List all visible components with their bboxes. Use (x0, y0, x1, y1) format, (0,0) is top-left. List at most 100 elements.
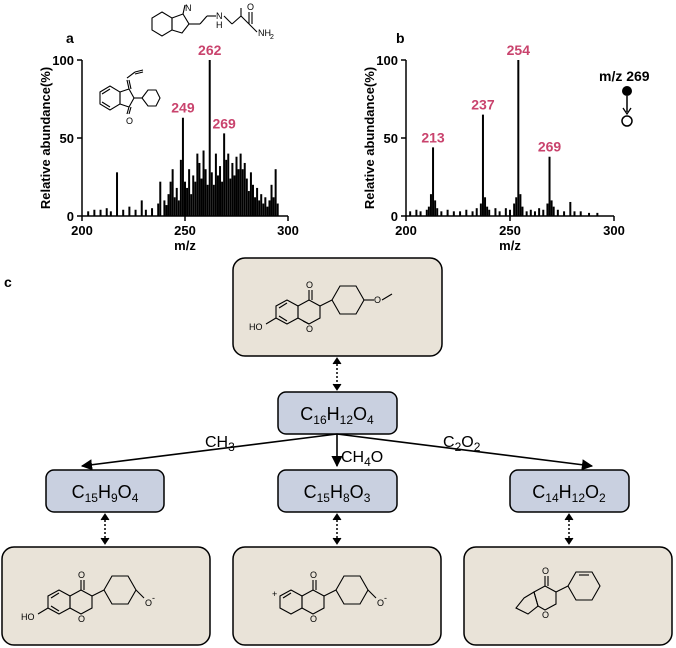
middle-product-structure (279, 575, 377, 615)
left-phenoxide-o: O (145, 598, 152, 608)
x-tick-label-b-200: 200 (395, 223, 417, 238)
isoindolinone-o: O (126, 116, 133, 126)
x-tick-label-a-200: 200 (71, 223, 93, 238)
amine-n-atom: N (216, 11, 223, 21)
right-product-structure (515, 571, 601, 615)
y-axis-label-b: Relative abundance(%) (362, 67, 377, 209)
middle-formula-part: H (330, 482, 343, 502)
left-formula-part: 15 (85, 491, 99, 505)
middle-ring-o: O (310, 614, 317, 624)
middle-formula-part: 8 (343, 491, 350, 505)
middle-formula-box (277, 469, 398, 513)
left-formula-part: H (98, 482, 111, 502)
x-axis-label-b: m/z (499, 238, 521, 253)
x-tick-label-b-300: 300 (603, 223, 625, 238)
middle-formula-part: 15 (317, 491, 331, 505)
x-tick-label-a-250: 250 (174, 223, 196, 238)
spectrum-a-peaks (87, 60, 279, 216)
parent-formula-part: O (353, 404, 367, 424)
loss-label-right-part: 2 (455, 440, 462, 454)
loss-label-middle-part: O (371, 449, 383, 466)
y-tick-label-a-50: 50 (60, 131, 74, 146)
y-tick-label-a-100: 100 (52, 53, 74, 68)
parent-isoflavone-structure (265, 285, 393, 325)
y-tick-label-b-0: 0 (391, 209, 398, 224)
indole-n-atom: N (185, 3, 192, 13)
parent-formula-part: 12 (340, 413, 354, 427)
left-dotted-connector (100, 513, 110, 545)
amide-subscript: 2 (270, 34, 274, 41)
amide-nh2-label: NH 2 (258, 28, 274, 41)
left-hydroxy: HO (21, 612, 35, 622)
spectrum-chart-b: 200 250 300 0 50 100 m/z Relative abundance(%… (362, 42, 625, 253)
parent-formula-part: C (300, 404, 313, 424)
left-formula-part: O (118, 482, 132, 502)
middle-formula-part: O (350, 482, 364, 502)
peak-label-b-254: 254 (507, 42, 531, 58)
y-axis-label-a: Relative abundance(%) (38, 67, 53, 209)
left-formula-part: 4 (132, 491, 139, 505)
y-tick-label-b-50: 50 (384, 131, 398, 146)
left-formula: C15H9O4 (72, 482, 139, 505)
loss-label-right: C2O2 (443, 434, 481, 454)
middle-phenoxide-charge: - (384, 593, 387, 603)
indole-amide-structure (151, 4, 258, 37)
left-phenoxide-charge: - (152, 593, 155, 603)
loss-label-right-part: C (443, 434, 455, 451)
panel-label-a: a (66, 30, 74, 46)
parent-formula-part: 4 (367, 413, 374, 427)
legend-open-marker (621, 115, 633, 127)
peak-label-a-262: 262 (198, 42, 222, 58)
amine-h-atom: H (216, 20, 223, 30)
parent-dotted-connector (332, 357, 342, 391)
legend-b: m/z 269 (599, 68, 650, 127)
left-structure-box (1, 546, 211, 646)
right-dotted-connector (564, 513, 574, 545)
amide-nh-text: NH (258, 28, 271, 38)
middle-carbonyl-o: O (310, 570, 317, 580)
x-tick-label-a-300: 300 (277, 223, 299, 238)
peak-label-a-249: 249 (171, 100, 195, 116)
peak-label-a-269: 269 (212, 115, 236, 131)
y-tick-label-b-100: 100 (376, 53, 398, 68)
parent-structure-box (232, 257, 443, 357)
right-structure-box (463, 546, 673, 646)
left-ring-o: O (78, 614, 85, 624)
spectrum-a-ticks: 200 250 300 0 50 100 (52, 53, 299, 238)
peak-label-b-213: 213 (421, 129, 445, 145)
left-formula-part: 9 (111, 491, 118, 505)
right-formula-part: 14 (545, 491, 559, 505)
legend-arrowhead (622, 107, 632, 116)
panel-label-b: b (396, 30, 405, 46)
loss-label-middle-part: CH (341, 449, 364, 466)
loss-label-right-part: 2 (474, 440, 481, 454)
right-formula-part: 12 (572, 491, 586, 505)
parent-carbonyl-o: O (306, 280, 313, 290)
x-tick-label-b-250: 250 (499, 223, 521, 238)
right-formula-part: 2 (599, 491, 606, 505)
parent-formula: C16H12O4 (300, 404, 374, 427)
right-formula-part: C (532, 482, 545, 502)
panel-label-c: c (4, 274, 12, 290)
loss-label-left-part: 3 (228, 440, 235, 454)
legend-filled-marker (622, 86, 632, 96)
peak-label-b-269: 269 (538, 139, 562, 155)
right-formula: C14H12O2 (532, 482, 606, 505)
amide-carbonyl-o: O (247, 2, 254, 12)
left-carbonyl-o: O (78, 570, 85, 580)
middle-phenoxide-o: O (377, 598, 384, 608)
middle-formula-part: 3 (364, 491, 371, 505)
right-formula-part: H (559, 482, 572, 502)
left-formula-box (45, 469, 165, 513)
middle-formula: C15H8O3 (304, 482, 371, 505)
loss-label-right-part: O (461, 434, 473, 451)
right-ring-o: O (542, 610, 549, 620)
loss-label-middle: CH4O (341, 449, 383, 469)
parent-hydroxy: HO (249, 322, 263, 332)
y-tick-label-a-0: 0 (67, 209, 74, 224)
right-formula-part: O (585, 482, 599, 502)
spectrum-b-peaks (409, 60, 599, 216)
